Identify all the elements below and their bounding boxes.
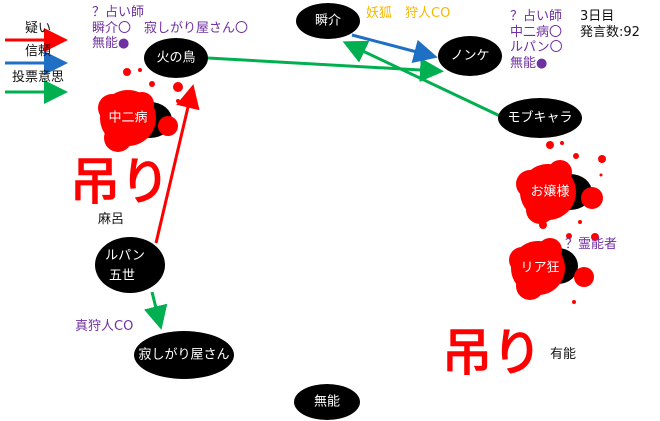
svg-text:中二病: 中二病 [108,111,147,126]
note-line: 瞬介〇 寂しがり屋さん〇 [92,20,249,36]
svg-text:モブキャラ: モブキャラ [507,110,572,126]
legend-trust-label: 信頼 [25,44,52,59]
node-chunibyo[interactable]: 中二病 [108,111,147,126]
node-yuno[interactable]: 有能 [550,347,577,362]
node-hinotori[interactable]: 火の鳥 [144,38,208,78]
node-shunsuke[interactable]: 瞬介 [296,3,360,39]
sabishigari-co-note: 真狩人CO [75,319,134,334]
blood-splat-riakyo [509,233,599,304]
svg-text:瞬介: 瞬介 [315,14,341,29]
node-ojosama[interactable]: お嬢様 [530,185,569,200]
note-line: ？占い師 [510,9,563,24]
nonke-seer-note: ？占い師 中二病〇 ルパン〇 無能● [510,9,563,71]
node-maro[interactable]: 麻呂 [98,212,125,227]
day-label: 3日目 [580,9,615,24]
vote-arrow-lupin-to-sabishigari [143,291,168,330]
node-mobukyara[interactable]: モブキャラ [498,98,582,138]
hanged-mark-yuno: 吊り [442,324,542,382]
legend-suspect-label: 疑い [25,21,52,36]
suspect-arrow-lupin-to-hinotori [154,84,200,244]
svg-text:ルパン: ルパン [105,249,145,264]
svg-text:お嬢様: お嬢様 [530,185,569,200]
node-nonke[interactable]: ノンケ [438,36,502,76]
blood-splat-ojosama [516,141,606,229]
note-line: 無能● [92,36,130,52]
node-sabishigari[interactable]: 寂しがり屋さん [134,331,234,379]
blood-splat-chunibyo [98,68,183,152]
legend-vote-label: 投票意思 [12,70,65,85]
vote-arrow-mobukyara-to-shunsuke [342,40,501,118]
note-line: 無能● [510,55,548,71]
svg-text:寂しがり屋さん: 寂しがり屋さん [138,347,229,363]
node-riakyo[interactable]: リア狂 [520,261,559,276]
trust-arrow-shunsuke-to-nonke [351,33,438,64]
note-line: ルパン〇 [510,40,563,56]
svg-text:無能: 無能 [314,395,340,410]
hinotori-seer-note: ？占い師 瞬介〇 寂しがり屋さん〇 無能● [92,5,248,52]
shunsuke-co-note: 妖狐 狩人CO [366,6,451,21]
note-line: 中二病〇 [510,24,563,40]
note-line: ？占い師 [92,5,145,20]
riakyo-medium-note: ？霊能者 [565,237,618,252]
status-panel: 3日目 発言数:92 [580,9,640,40]
hanged-mark-maro: 吊り [70,153,170,211]
svg-text:リア狂: リア狂 [520,261,559,276]
svg-text:ノンケ: ノンケ [450,49,489,64]
svg-text:火の鳥: 火の鳥 [156,51,195,66]
post-count: 発言数:92 [580,24,640,40]
svg-text:五世: 五世 [109,269,135,284]
node-muno[interactable]: 無能 [294,384,360,420]
